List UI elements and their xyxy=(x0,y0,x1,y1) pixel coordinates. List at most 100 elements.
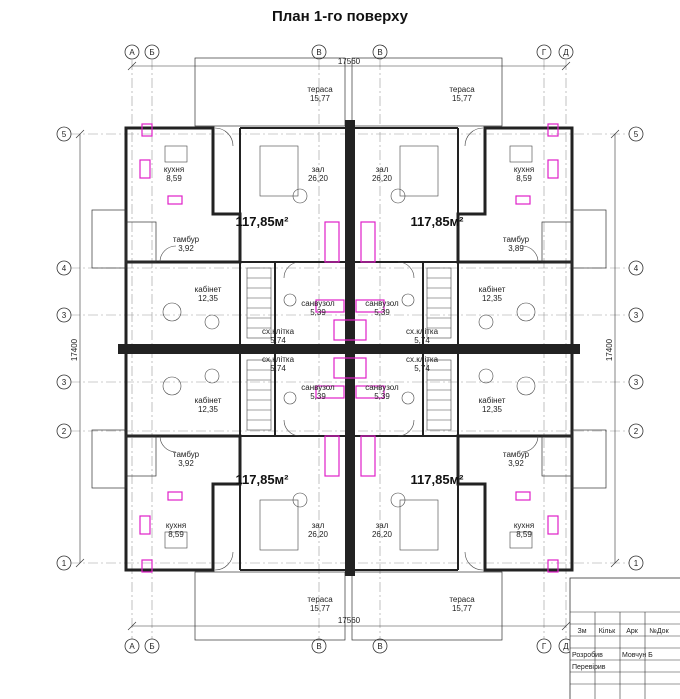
room-name: санвузол xyxy=(365,299,399,308)
room-name: сх.клітка xyxy=(406,327,439,336)
room-name: кухня xyxy=(166,521,186,530)
apartment-areas: 117,85м² 117,85м² 117,85м² 117,85м² xyxy=(236,214,465,487)
axis-number: 3 xyxy=(62,311,67,320)
room-name: зал xyxy=(376,165,389,174)
axis-letter: В xyxy=(316,48,321,57)
room-name: тераса xyxy=(449,85,475,94)
title-block-role: Перевірив xyxy=(572,663,606,671)
title-block-name: Мовчун Б xyxy=(622,652,653,659)
axis-letter: А xyxy=(129,642,135,651)
room-area: 5,39 xyxy=(310,392,326,401)
axis-number: 5 xyxy=(634,130,639,139)
main-walls xyxy=(126,127,572,571)
room-name: тераса xyxy=(449,595,475,604)
axis-number: 2 xyxy=(62,427,67,436)
room-name: зал xyxy=(312,521,325,530)
room-name: тамбур xyxy=(173,450,200,459)
room-name: кабінет xyxy=(195,285,222,294)
title-block-role: Розробив xyxy=(572,651,603,659)
apartment-area-label: 117,85м² xyxy=(411,472,465,487)
room-name: кухня xyxy=(164,165,184,174)
title-block-header: Арк xyxy=(626,628,639,635)
room-area: 5,39 xyxy=(374,392,390,401)
dimension-width-bottom: 17560 xyxy=(338,616,361,625)
room-area: 12,35 xyxy=(482,294,503,303)
axis-number: 3 xyxy=(634,311,639,320)
room-labels: тераса 15,77 тераса 15,77 кухня 8,59 зал… xyxy=(164,85,534,613)
room-area: 3,92 xyxy=(178,459,194,468)
room-area: 26,20 xyxy=(308,530,329,539)
dimension-lines xyxy=(75,61,620,631)
dimension-width-top: 17560 xyxy=(338,57,361,66)
axis-letter: В xyxy=(377,642,382,651)
room-area: 5,39 xyxy=(374,308,390,317)
axis-letter: В xyxy=(377,48,382,57)
room-name: санвузол xyxy=(301,383,335,392)
porches xyxy=(91,209,607,489)
title-block-header: Кільк xyxy=(599,627,616,635)
room-area: 15,77 xyxy=(310,604,331,613)
axis-markers-top: А Б В В Г Д xyxy=(124,44,574,60)
room-name: тераса xyxy=(307,595,333,604)
room-name: кухня xyxy=(514,165,534,174)
axis-markers-left: 5 4 3 3 2 1 xyxy=(56,126,72,571)
room-name: тамбур xyxy=(503,235,530,244)
room-name: санвузол xyxy=(301,299,335,308)
plan-title: План 1-го поверху xyxy=(271,8,409,25)
room-name: тераса xyxy=(307,85,333,94)
room-name: тамбур xyxy=(173,235,200,244)
room-area: 3,92 xyxy=(508,459,524,468)
room-area: 26,20 xyxy=(308,174,329,183)
furniture xyxy=(162,145,536,551)
room-area: 15,77 xyxy=(452,94,473,103)
axis-number: 3 xyxy=(62,378,67,387)
room-area: 26,20 xyxy=(372,174,393,183)
room-area: 5,39 xyxy=(310,308,326,317)
axis-markers-right: 5 4 3 3 2 1 xyxy=(628,126,644,571)
room-name: кухня xyxy=(514,521,534,530)
dimension-height-left: 17400 xyxy=(70,338,79,361)
room-area: 8,59 xyxy=(516,530,532,539)
axis-number: 1 xyxy=(62,559,67,568)
room-area: 15,77 xyxy=(452,604,473,613)
apartment-area-label: 117,85м² xyxy=(236,472,290,487)
terraces xyxy=(194,57,503,641)
room-area: 8,59 xyxy=(516,174,532,183)
room-area: 3,92 xyxy=(178,244,194,253)
apartment-area-label: 117,85м² xyxy=(411,214,465,229)
room-area: 5,74 xyxy=(270,336,286,345)
room-area: 12,35 xyxy=(198,294,219,303)
room-name: санвузол xyxy=(365,383,399,392)
plumbing xyxy=(139,123,559,573)
axis-number: 4 xyxy=(634,264,639,273)
room-area: 15,77 xyxy=(310,94,331,103)
axis-number: 4 xyxy=(62,264,67,273)
room-area: 12,35 xyxy=(198,405,219,414)
axis-letter: Д xyxy=(563,48,569,57)
axis-number: 2 xyxy=(634,427,639,436)
room-area: 5,74 xyxy=(270,364,286,373)
axis-letter: Г xyxy=(542,642,547,651)
axis-letter: Д xyxy=(563,642,569,651)
title-block: Зм Кільк Арк №Док Розробив Мовчун Б Пере… xyxy=(569,577,680,699)
axis-letter: В xyxy=(316,642,321,651)
room-name: сх.клітка xyxy=(406,355,439,364)
axis-letter: Б xyxy=(149,48,154,57)
room-name: кабінет xyxy=(479,396,506,405)
axis-number: 1 xyxy=(634,559,639,568)
dimension-height-right: 17400 xyxy=(605,338,614,361)
title-block-header: №Док xyxy=(649,628,669,635)
room-name: сх.клітка xyxy=(262,355,295,364)
room-area: 26,20 xyxy=(372,530,393,539)
room-area: 5,74 xyxy=(414,336,430,345)
room-area: 5,74 xyxy=(414,364,430,373)
title-block-header: Зм xyxy=(577,628,586,635)
central-walls xyxy=(118,120,580,576)
doors xyxy=(159,127,539,571)
axis-number: 3 xyxy=(634,378,639,387)
room-name: зал xyxy=(312,165,325,174)
axis-markers-bottom: А Б В В Г Д xyxy=(124,638,574,654)
room-area: 8,59 xyxy=(168,530,184,539)
